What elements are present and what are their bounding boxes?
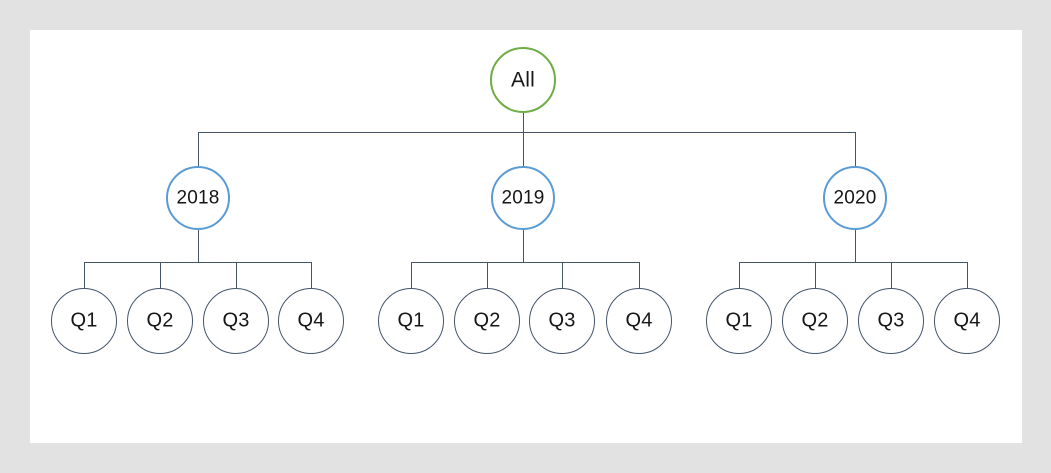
node-quarter-2018-q2-label: Q2 (146, 309, 174, 332)
node-quarter-2018-q1[interactable]: Q1 (51, 288, 117, 354)
connector-year-drop (854, 132, 856, 166)
node-root-all[interactable]: All (490, 47, 556, 113)
node-year-2020[interactable]: 2020 (823, 166, 887, 230)
node-quarter-2019-q4[interactable]: Q4 (606, 288, 672, 354)
node-quarter-2019-q4-label: Q4 (625, 309, 653, 332)
connector-year-drop (197, 132, 199, 166)
connector-quarter-bus (411, 261, 639, 263)
node-quarter-2020-q1[interactable]: Q1 (706, 288, 772, 354)
connector-year-trunk (854, 230, 856, 262)
node-quarter-2018-q1-label: Q1 (70, 309, 98, 332)
connector-year-trunk (522, 230, 524, 262)
node-root-all-label: All (511, 68, 535, 91)
connector-quarter-drop (410, 262, 412, 288)
connector-quarter-drop (159, 262, 161, 288)
node-year-2019[interactable]: 2019 (491, 166, 555, 230)
node-quarter-2020-q4[interactable]: Q4 (934, 288, 1000, 354)
node-quarter-2019-q2-label: Q2 (473, 309, 501, 332)
node-quarter-2018-q4-label: Q4 (297, 309, 325, 332)
connector-quarter-drop (486, 262, 488, 288)
connector-quarter-drop (561, 262, 563, 288)
connector-quarter-bus (84, 261, 311, 263)
connector-year-drop (522, 132, 524, 166)
node-year-2020-label: 2020 (833, 187, 877, 208)
connector-quarter-drop (235, 262, 237, 288)
connector-quarter-drop (814, 262, 816, 288)
node-quarter-2019-q3-label: Q3 (548, 309, 576, 332)
node-quarter-2020-q1-label: Q1 (725, 309, 753, 332)
node-quarter-2020-q3[interactable]: Q3 (858, 288, 924, 354)
connector-quarter-drop (638, 262, 640, 288)
node-quarter-2020-q4-label: Q4 (953, 309, 981, 332)
node-quarter-2019-q2[interactable]: Q2 (454, 288, 520, 354)
connector-quarter-drop (310, 262, 312, 288)
connector-root-trunk (522, 113, 524, 132)
node-quarter-2020-q2-label: Q2 (801, 309, 829, 332)
node-quarter-2019-q3[interactable]: Q3 (529, 288, 595, 354)
node-quarter-2019-q1-label: Q1 (397, 309, 425, 332)
connector-level1-bus (198, 131, 855, 133)
node-year-2019-label: 2019 (501, 187, 545, 208)
node-quarter-2020-q3-label: Q3 (877, 309, 905, 332)
node-quarter-2018-q3[interactable]: Q3 (203, 288, 269, 354)
node-year-2018-label: 2018 (176, 187, 220, 208)
connector-quarter-bus (739, 261, 967, 263)
connector-year-trunk (197, 230, 199, 262)
connector-quarter-drop (738, 262, 740, 288)
node-quarter-2018-q4[interactable]: Q4 (278, 288, 344, 354)
connector-quarter-drop (890, 262, 892, 288)
node-quarter-2019-q1[interactable]: Q1 (378, 288, 444, 354)
connector-quarter-drop (83, 262, 85, 288)
node-year-2018[interactable]: 2018 (166, 166, 230, 230)
connector-quarter-drop (966, 262, 968, 288)
node-quarter-2018-q3-label: Q3 (222, 309, 250, 332)
node-quarter-2020-q2[interactable]: Q2 (782, 288, 848, 354)
node-quarter-2018-q2[interactable]: Q2 (127, 288, 193, 354)
